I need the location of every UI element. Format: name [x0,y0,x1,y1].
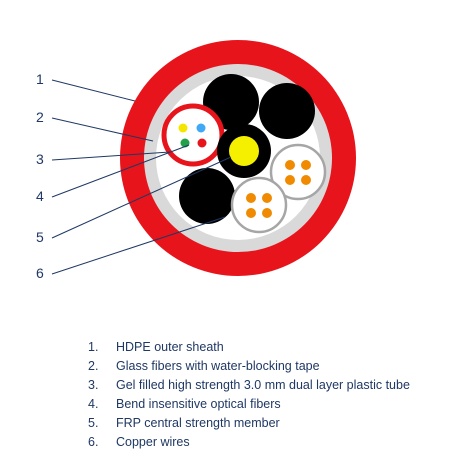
callout-number-3: 3 [36,151,44,167]
copper-wire [285,160,295,170]
optical-fiber-blue [196,123,206,133]
legend-number: 5. [88,416,99,430]
copper-wire [246,193,256,203]
copper-wire [301,160,311,170]
legend-label: Gel filled high strength 3.0 mm dual lay… [116,378,410,392]
legend-label: HDPE outer sheath [116,340,224,354]
loose-tube [161,103,225,167]
cable-cross-section-diagram: 1 2 3 4 5 6 [36,40,356,281]
legend-item: 5. FRP central strength member [88,414,410,433]
legend-item: 6. Copper wires [88,433,410,452]
copper-wire [246,208,256,218]
callout-number-1: 1 [36,71,44,87]
leader-line-5 [51,156,232,239]
copper-wire-bundle-right [269,143,327,201]
optical-fiber-yellow [178,123,188,133]
legend-item: 3. Gel filled high strength 3.0 mm dual l… [88,376,410,395]
callout-number-2: 2 [36,109,44,125]
leader-line-4 [51,144,190,198]
copper-wire [285,175,295,185]
filler-rod-top-right [259,83,315,139]
callout-number-4: 4 [36,188,44,204]
copper-wire [301,175,311,185]
leader-line-1 [51,79,136,102]
copper-wire [262,208,272,218]
legend-number: 2. [88,359,99,373]
filler-rod-bottom-left [179,168,235,224]
optical-fiber-red [197,138,207,148]
legend-item: 2. Glass fibers with water-blocking tape [88,357,410,376]
copper-wire [262,193,272,203]
legend-label: Glass fibers with water-blocking tape [116,359,320,373]
legend-item: 1. HDPE outer sheath [88,338,410,357]
legend-item: 4. Bend insensitive optical fibers [88,395,410,414]
frp-central-member [229,136,259,166]
component-legend: 1. HDPE outer sheath 2. Glass fibers with … [88,338,410,452]
legend-number: 4. [88,397,99,411]
callout-number-5: 5 [36,229,44,245]
leader-line-3 [51,151,171,161]
legend-number: 1. [88,340,99,354]
copper-wire-bundle-bottom [230,176,288,234]
leader-line-6 [51,216,226,275]
legend-label: FRP central strength member [116,416,280,430]
legend-number: 6. [88,435,99,449]
legend-label: Copper wires [116,435,190,449]
legend-number: 3. [88,378,99,392]
leader-line-2 [51,117,154,142]
legend-label: Bend insensitive optical fibers [116,397,281,411]
callout-number-6: 6 [36,265,44,281]
